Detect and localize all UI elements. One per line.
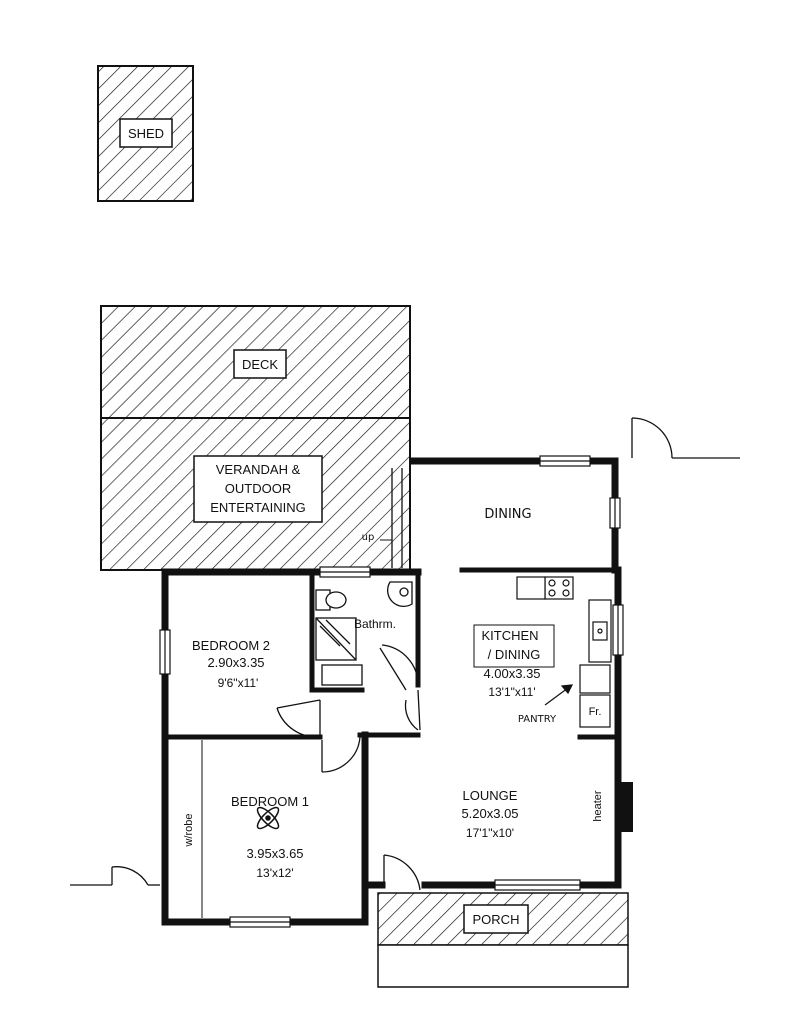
heater-label: heater bbox=[592, 790, 604, 822]
deck-label: DECK bbox=[242, 357, 278, 372]
kitchen-imperial: 13'1"x11' bbox=[488, 685, 535, 699]
fridge-label: Fr. bbox=[589, 706, 602, 718]
lounge-metric: 5.20x3.05 bbox=[461, 806, 518, 821]
heater bbox=[615, 782, 633, 832]
windows bbox=[159, 455, 624, 928]
heater-unit bbox=[615, 782, 633, 832]
bedroom1-metric: 3.95x3.65 bbox=[246, 846, 303, 861]
verandah-label-box bbox=[193, 455, 323, 523]
toilet-bowl bbox=[325, 591, 347, 609]
porch-step bbox=[377, 944, 629, 988]
bathroom-label: Bathrm. bbox=[354, 617, 396, 631]
shed-label: SHED bbox=[128, 126, 164, 141]
kitchen-label-2: / DINING bbox=[488, 647, 541, 662]
porch: PORCH bbox=[377, 892, 629, 988]
kitchen-fixtures bbox=[473, 576, 612, 728]
pantry-label: PANTRY bbox=[518, 714, 557, 725]
bedroom2-name: BEDROOM 2 bbox=[192, 638, 270, 653]
lounge-name: LOUNGE bbox=[463, 788, 518, 803]
deck-and-verandah: DECK VERANDAH & OUTDOOR ENTERTAINING bbox=[100, 305, 411, 571]
pantry-box bbox=[579, 664, 611, 694]
side-gate-right bbox=[631, 417, 740, 459]
side-gate-left bbox=[70, 866, 160, 886]
bathroom-fixtures bbox=[315, 581, 413, 686]
up-label: up bbox=[362, 532, 375, 543]
lounge-imperial: 17'1"x10' bbox=[466, 826, 514, 840]
bedroom2-imperial: 9'6"x11' bbox=[218, 676, 259, 690]
verandah-label-2: OUTDOOR bbox=[225, 481, 291, 496]
inner-walls bbox=[162, 567, 621, 740]
basin bbox=[387, 581, 413, 607]
verandah-label-1: VERANDAH & bbox=[216, 462, 301, 477]
ceiling-fan-icon bbox=[256, 806, 280, 830]
deck-label-box bbox=[233, 349, 287, 379]
door-swings bbox=[276, 644, 421, 891]
wardrobe-label: w/robe bbox=[183, 813, 195, 847]
verandah-label-3: ENTERTAINING bbox=[210, 500, 306, 515]
kitchen-label-1: KITCHEN bbox=[481, 628, 538, 643]
kitchen-bench bbox=[516, 576, 546, 600]
bedroom2-metric: 2.90x3.35 bbox=[207, 655, 264, 670]
porch-label: PORCH bbox=[473, 912, 520, 927]
stove-top bbox=[544, 576, 574, 600]
vanity bbox=[321, 664, 363, 686]
bedroom1-imperial: 13'x12' bbox=[256, 866, 293, 880]
bedroom1-name: BEDROOM 1 bbox=[231, 794, 309, 809]
kitchen-label-box bbox=[473, 624, 555, 668]
porch-label-box bbox=[463, 904, 529, 934]
fridge-box bbox=[579, 694, 611, 728]
sink bbox=[592, 621, 608, 641]
shed: SHED bbox=[97, 65, 194, 202]
kitchen-metric: 4.00x3.35 bbox=[483, 666, 540, 681]
shed-label-box bbox=[119, 118, 173, 148]
dining-label: DINING bbox=[484, 507, 531, 522]
sliding-door bbox=[391, 468, 411, 568]
